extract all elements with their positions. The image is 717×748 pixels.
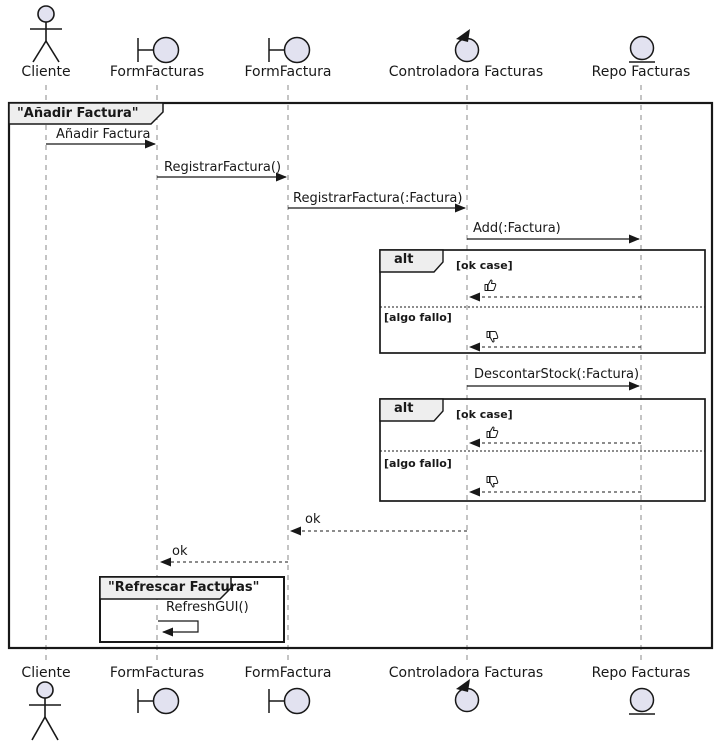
boundary-icon-bottom-formfacturas (137, 687, 180, 715)
message-label-registrar-factura-param: RegistrarFactura(:Factura) (293, 191, 463, 206)
call-arrows (46, 139, 640, 391)
inner-frame (99, 576, 285, 643)
participant-label-repo-top: Repo Facturas (591, 64, 691, 80)
control-icon-bottom (454, 679, 480, 713)
entity-icon-top (629, 35, 655, 63)
control-icon-top (454, 29, 480, 63)
thumbs-up-icon (486, 426, 499, 438)
participant-label-formfacturas-bottom: FormFacturas (109, 665, 205, 681)
lifelines (45, 85, 642, 663)
alt2-guard-fail: [algo fallo] (384, 457, 452, 470)
alt1-guard-ok: [ok case] (456, 259, 513, 272)
participant-label-controladora-top: Controladora Facturas (388, 64, 544, 80)
message-label-ok-2: ok (172, 544, 188, 559)
participant-label-formfacturas-top: FormFacturas (109, 64, 205, 80)
boundary-icon-bottom-formfactura (268, 687, 311, 715)
arrow-refresh-gui-self (158, 620, 199, 637)
actor-icon-bottom (29, 681, 61, 741)
actor-icon-top (30, 5, 62, 63)
message-label-registrar-factura: RegistrarFactura() (164, 160, 282, 175)
alt2-operator: alt (394, 401, 414, 416)
inner-frame-tab (99, 576, 232, 600)
main-frame-tab (8, 102, 164, 125)
inner-frame-title: "Refrescar Facturas" (108, 580, 260, 595)
participant-label-formfactura-bottom: FormFactura (244, 665, 332, 681)
entity-icon-bottom (629, 687, 655, 715)
thumbs-down-icon (486, 331, 499, 343)
message-label-descontar-stock: DescontarStock(:Factura) (474, 367, 640, 382)
alt2-tab (379, 398, 444, 422)
alt1-guard-fail: [algo fallo] (384, 311, 452, 324)
boundary-icon-top-formfactura (268, 36, 311, 64)
participant-label-controladora-bottom: Controladora Facturas (388, 665, 544, 681)
alt2-guard-ok: [ok case] (456, 408, 513, 421)
message-label-anadir-factura: Añadir Factura (56, 127, 151, 142)
participant-label-cliente-top: Cliente (21, 64, 71, 80)
thumbs-up-icon (484, 279, 497, 291)
alt1-tab (379, 249, 444, 273)
participant-label-cliente-bottom: Cliente (21, 665, 71, 681)
boundary-icon-top-formfacturas (137, 36, 180, 64)
message-label-ok-1: ok (305, 512, 321, 527)
message-label-add-factura: Add(:Factura) (473, 221, 561, 236)
main-frame-title: "Añadir Factura" (17, 106, 139, 121)
message-label-refresh-gui: RefreshGUI() (166, 600, 249, 615)
main-frame (7, 101, 714, 650)
participant-label-formfactura-top: FormFactura (244, 64, 332, 80)
participant-label-repo-bottom: Repo Facturas (591, 665, 691, 681)
alt-fragment-1 (379, 249, 706, 354)
return-arrows (160, 292, 641, 567)
alt1-operator: alt (394, 252, 414, 267)
alt-fragment-2 (379, 398, 706, 502)
thumbs-down-icon (486, 476, 499, 488)
